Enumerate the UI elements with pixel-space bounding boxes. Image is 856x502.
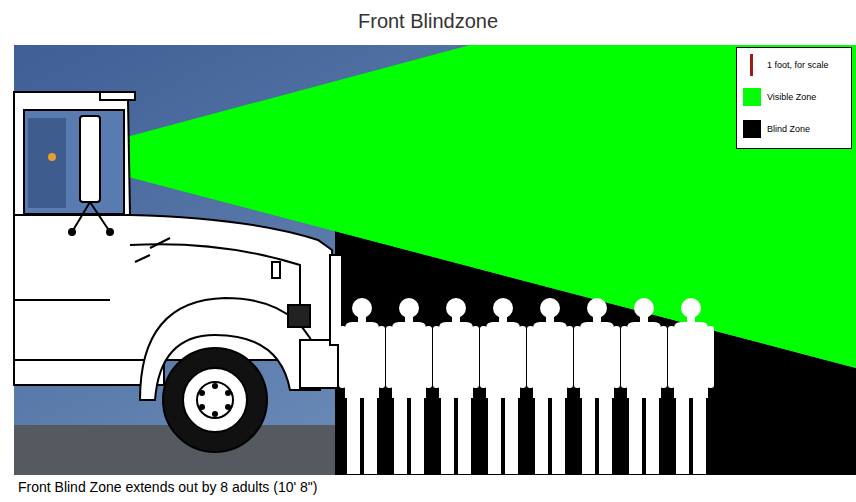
legend-text: Blind Zone — [767, 124, 810, 134]
adult-silhouettes — [339, 298, 714, 474]
wheel-bolts — [199, 383, 231, 417]
diagram-title: Front Blindzone — [358, 10, 498, 33]
legend-text: Visible Zone — [767, 92, 816, 102]
legend-text: 1 foot, for scale — [767, 60, 829, 70]
legend-swatch — [743, 120, 761, 138]
sky — [14, 45, 856, 475]
legend-box: 1 foot, for scaleVisible ZoneBlind Zone — [736, 47, 852, 149]
driver-eye — [48, 153, 56, 161]
legend-swatch — [743, 88, 761, 106]
diagram-caption: Front Blind Zone extends out by 8 adults… — [18, 479, 317, 495]
scale-bar — [750, 54, 753, 76]
truck — [14, 92, 342, 452]
